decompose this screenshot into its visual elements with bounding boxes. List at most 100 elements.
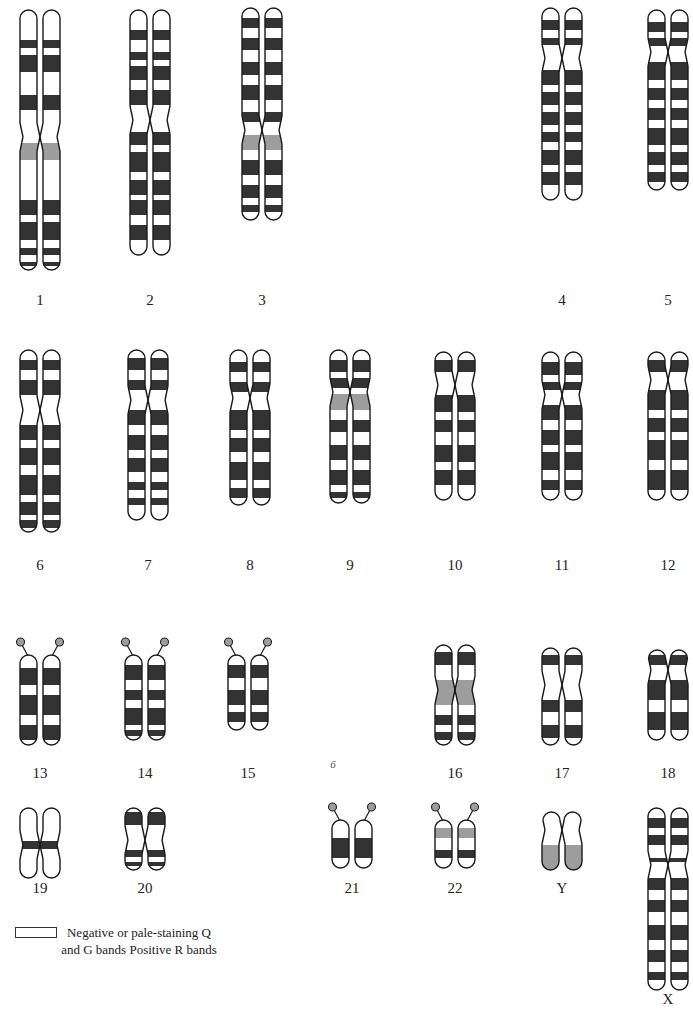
band-group bbox=[432, 360, 478, 485]
dark-band bbox=[239, 38, 285, 50]
chromosome bbox=[17, 350, 63, 532]
dark-band bbox=[17, 40, 63, 48]
dark-band bbox=[127, 30, 173, 40]
chromatid-outline bbox=[435, 352, 455, 500]
dark-band bbox=[645, 360, 691, 372]
dark-band bbox=[239, 205, 285, 212]
chromatid-outline bbox=[40, 10, 60, 270]
dark-band bbox=[645, 972, 691, 980]
chromosome-number: 1 bbox=[36, 293, 44, 308]
dark-band bbox=[17, 95, 63, 110]
chromosome bbox=[539, 352, 585, 500]
dark-band bbox=[539, 362, 585, 375]
chromosome-number: X bbox=[663, 992, 674, 1007]
chromosome-number: 7 bbox=[144, 558, 152, 573]
dark-band bbox=[17, 520, 63, 528]
chromosome-number: 15 bbox=[241, 766, 256, 781]
chromatid-outline bbox=[128, 350, 148, 520]
chromosome-number: 20 bbox=[138, 881, 153, 896]
dark-band bbox=[645, 62, 691, 80]
dark-band bbox=[327, 470, 373, 485]
chromatid-outline bbox=[20, 350, 40, 532]
dark-band bbox=[122, 708, 168, 725]
chromatid-outline bbox=[562, 8, 582, 200]
dark-band bbox=[17, 360, 63, 370]
dark-band bbox=[645, 440, 691, 460]
band-group bbox=[125, 358, 171, 505]
band-group bbox=[329, 838, 375, 858]
chromosome-number: 17 bbox=[555, 766, 570, 781]
dark-band bbox=[539, 20, 585, 30]
legend-text: Negative or pale-staining Q and G bands … bbox=[60, 924, 218, 958]
satellite bbox=[264, 638, 272, 646]
dark-band bbox=[539, 725, 585, 738]
dark-band bbox=[17, 448, 63, 465]
band-group bbox=[17, 360, 63, 528]
chromosome-number: 8 bbox=[246, 558, 254, 573]
dark-band bbox=[127, 52, 173, 60]
chromatid-outline bbox=[251, 655, 268, 730]
chromatid-outline bbox=[668, 352, 688, 500]
chromosome-number: 16 bbox=[448, 766, 463, 781]
dark-band bbox=[645, 655, 691, 665]
dark-band bbox=[239, 85, 285, 100]
satellite bbox=[161, 638, 169, 646]
chromatid-outline bbox=[648, 650, 668, 740]
chromatid-outline bbox=[40, 808, 60, 878]
dark-band bbox=[239, 62, 285, 75]
dark-band bbox=[127, 152, 173, 172]
dark-band bbox=[125, 380, 171, 390]
chromatid-outline bbox=[668, 650, 688, 740]
chromatid-outline bbox=[40, 350, 60, 532]
dark-band bbox=[122, 850, 168, 857]
dark-band bbox=[127, 132, 173, 145]
chromosome-number: 18 bbox=[661, 766, 676, 781]
dark-band bbox=[17, 502, 63, 515]
dark-band bbox=[125, 482, 171, 490]
chromatid-outline bbox=[43, 655, 60, 745]
chromosome-number: 4 bbox=[558, 293, 566, 308]
dark-band bbox=[17, 55, 63, 72]
chromatid-outline bbox=[330, 350, 350, 503]
chromatid-outline bbox=[435, 820, 452, 868]
dark-band bbox=[539, 452, 585, 470]
chromosome bbox=[432, 352, 478, 500]
dark-band bbox=[539, 480, 585, 490]
dark-band bbox=[432, 732, 478, 740]
chromosome-number: 19 bbox=[33, 881, 48, 896]
chromatid-outline bbox=[355, 820, 372, 868]
band-group bbox=[17, 668, 63, 740]
dark-band bbox=[17, 425, 63, 440]
dark-band bbox=[239, 160, 285, 175]
chromosome bbox=[127, 10, 173, 255]
chromatid-outline bbox=[145, 808, 165, 870]
dark-band bbox=[432, 420, 478, 432]
chromatid-outline bbox=[455, 645, 475, 745]
dark-band bbox=[327, 360, 373, 372]
chromosome-number: 10 bbox=[448, 558, 463, 573]
chromosome-number: 22 bbox=[448, 881, 463, 896]
chromatid-outline bbox=[542, 648, 562, 745]
band-group bbox=[122, 665, 168, 736]
chromatid-outline bbox=[458, 820, 475, 868]
dark-band bbox=[227, 382, 273, 392]
band-group bbox=[539, 362, 585, 490]
dark-band bbox=[125, 358, 171, 370]
chromatid-outline bbox=[148, 350, 168, 520]
band-group bbox=[432, 828, 478, 858]
chromatid-outline bbox=[20, 10, 40, 270]
chromatid-outline bbox=[435, 645, 455, 745]
chromosome-number: 11 bbox=[555, 558, 569, 573]
dark-band bbox=[645, 835, 691, 845]
band-group bbox=[239, 18, 285, 212]
dark-band bbox=[17, 262, 63, 266]
dark-band bbox=[17, 668, 63, 685]
dark-band bbox=[17, 725, 63, 740]
dark-band bbox=[227, 362, 273, 372]
dark-band bbox=[645, 88, 691, 100]
chromatid-fill bbox=[435, 820, 452, 868]
dark-band bbox=[432, 850, 478, 858]
stray-mark: 6 bbox=[330, 759, 336, 770]
chromatid-outline bbox=[148, 655, 165, 740]
dark-band bbox=[645, 925, 691, 940]
